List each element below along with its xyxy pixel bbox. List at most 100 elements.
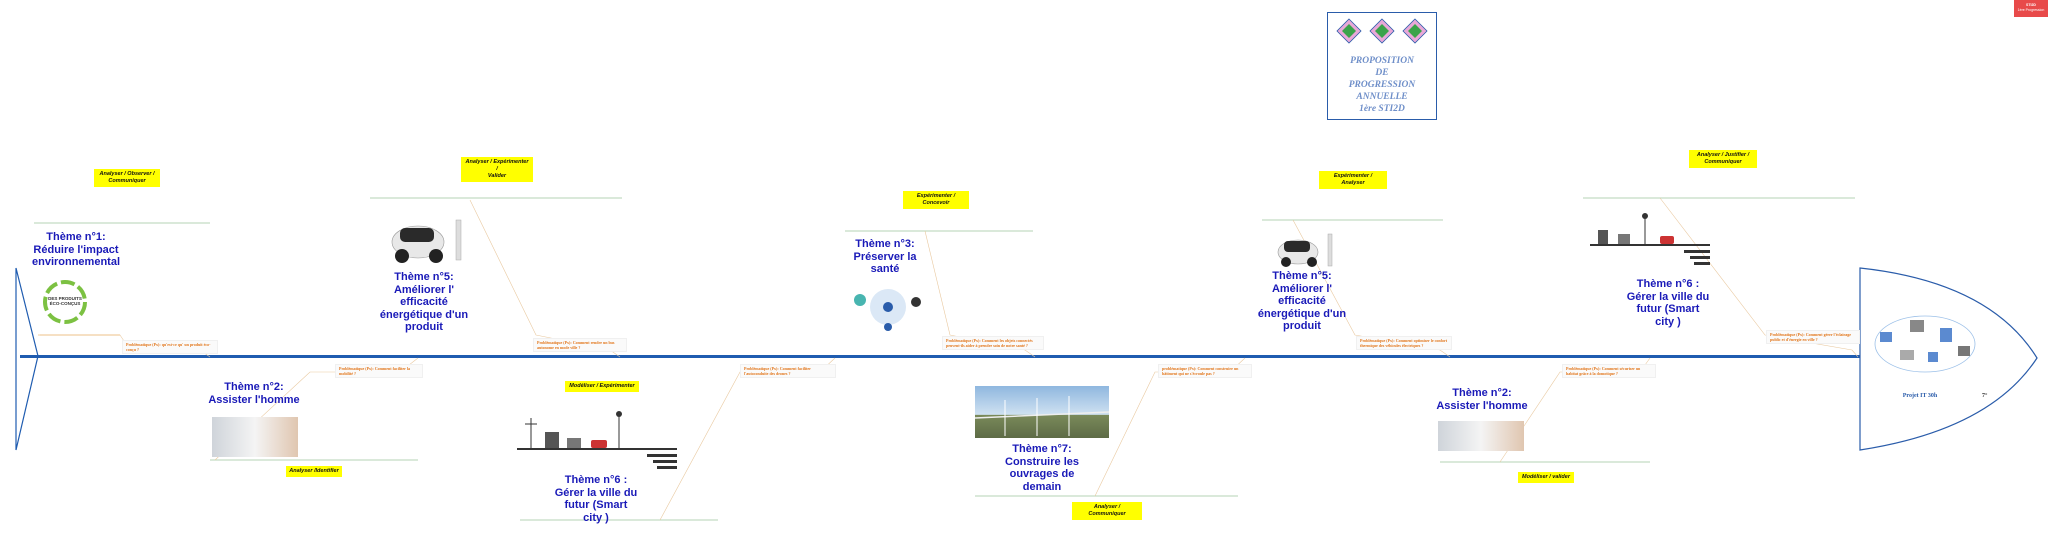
proposition-title-line3: PROGRESSION [1348, 80, 1416, 90]
theme5b-title: Thème n°5: Améliorer l' efficacité énerg… [1252, 270, 1352, 333]
theme2a-problem[interactable]: Problématique (Px): Comment faciliter la… [335, 364, 423, 378]
proposition-title-line5: 1ère STI2D [1359, 104, 1405, 114]
eco-cycle-icon [43, 280, 87, 324]
theme3-line1: Thème n°3: [855, 238, 915, 250]
proposition-title: PROPOSITION DE PROGRESSION ANNUELLE 1ère… [1328, 55, 1436, 115]
theme7-problem[interactable]: problématique (Px): Comment construire u… [1158, 364, 1252, 378]
timeline-bar [20, 355, 1860, 358]
theme5b-problem[interactable]: Problématique (Px): Comment optimiser le… [1356, 336, 1452, 350]
theme5b-line3: efficacité [1278, 295, 1326, 307]
smart-city-icon-2 [1590, 213, 1710, 265]
electric-car-icon [391, 219, 462, 263]
logo-icons [1336, 18, 1428, 44]
theme2a-line1: Thème n°2: [224, 381, 284, 393]
proposition-title-line2: DE [1375, 68, 1389, 78]
theme6b-tag-line1: Analyser / Justifier / [1696, 152, 1750, 158]
theme2a-line2: Assister l'homme [208, 393, 300, 406]
smart-city-icon [517, 411, 677, 469]
project-network-icon [1874, 315, 1976, 373]
twizy-car-image [378, 212, 470, 266]
theme3-skill-tag: Expérimenter / Concevoir [903, 191, 969, 209]
theme7-problem-text: problématique (Px): Comment construire u… [1162, 366, 1239, 376]
theme6b-problem-text: Problématique (Px): Comment gérer l'écla… [1770, 332, 1852, 342]
theme1-problem[interactable]: Problématique (Px): qu'est-ce qu' un pro… [122, 340, 218, 354]
theme6a-line3: futur (Smart [564, 499, 628, 511]
theme3-problem[interactable]: Problématique (Px): Comment les objets c… [942, 336, 1044, 350]
eco-image-text1: DES PRODUITS [48, 296, 82, 301]
bridge-image [974, 386, 1110, 438]
theme6a-skill-tag: Modéliser / Expérimenter [565, 381, 639, 392]
proposition-title-line4: ANNUELLE [1356, 92, 1408, 102]
theme5a-line2: Améliorer l' [393, 283, 455, 296]
theme1-line1: Thème n°1: [46, 231, 106, 243]
theme2b-title: Thème n°2: Assister l'homme [1432, 387, 1532, 412]
theme2b-line1: Thème n°2: [1452, 387, 1512, 399]
theme6b-title: Thème n°6 : Gérer la ville du futur (Sma… [1620, 278, 1716, 328]
theme5a-line5: produit [405, 321, 443, 333]
theme1-line2: Réduire l'impact [33, 243, 119, 256]
theme3-problem-text: Problématique (Px): Comment les objets c… [946, 338, 1033, 348]
theme3-line2: Préserver la [853, 250, 917, 263]
theme2b-skill-tag: Modéliser / valider [1518, 472, 1574, 483]
theme5b-line1: Thème n°5: [1272, 270, 1332, 282]
helping-hand-image-2 [1438, 421, 1524, 451]
theme5a-problem[interactable]: Problématique (Px): Comment rendre un bu… [533, 338, 627, 352]
theme6b-problem[interactable]: Problématique (Px): Comment gérer l'écla… [1766, 330, 1860, 344]
electric-car-icon-2 [1277, 233, 1333, 267]
helping-hand-image [212, 417, 298, 457]
header-badge-line1: STI2D [2026, 3, 2036, 7]
theme2b-problem-text: Problématique (Px): Comment sécuriser un… [1566, 366, 1641, 376]
theme5a-line1: Thème n°5: [394, 271, 454, 283]
theme7-line4: demain [1022, 480, 1062, 493]
theme6a-problem[interactable]: Problématique (Px): Comment faciliter l'… [740, 364, 836, 378]
theme3-line3: santé [870, 263, 900, 275]
header-badge-line2: 1ère Progression [2017, 8, 2045, 12]
theme2a-problem-text: Problématique (Px): Comment faciliter la… [339, 366, 410, 376]
theme2a-title: Thème n°2: Assister l'homme [204, 381, 304, 406]
diamond-logo-1-icon [1336, 18, 1362, 44]
theme2b-line2: Assister l'homme [1436, 399, 1528, 412]
smart-city-image-2 [1590, 206, 1710, 270]
theme1-tag-line1: Analyser / Observer / [99, 171, 155, 177]
theme6b-line2: Gérer la ville du [1626, 290, 1710, 303]
diamond-logo-2-icon [1369, 18, 1395, 44]
project-mark: 7° [1982, 393, 1988, 399]
theme6a-line2: Gérer la ville du [554, 486, 638, 499]
theme7-tag-line1: Analyser / Communiquer [1088, 504, 1126, 517]
health-objects-image [848, 282, 928, 332]
theme7-skill-tag: Analyser / Communiquer [1072, 502, 1142, 520]
theme2a-tag-line1: Analyser /Identifier [289, 468, 339, 474]
theme1-skill-tag: Analyser / Observer / Communiquer [94, 169, 160, 187]
theme6b-line3: futur (Smart [1636, 303, 1700, 315]
theme6b-skill-tag: Analyser / Justifier / Communiquer [1689, 150, 1757, 168]
theme7-line1: Thème n°7: [1012, 443, 1072, 455]
twizy-car-image-2 [1268, 228, 1340, 270]
theme6b-line4: city ) [1655, 315, 1681, 328]
theme7-title: Thème n°7: Construire les ouvrages de de… [990, 443, 1094, 493]
theme6a-title: Thème n°6 : Gérer la ville du futur (Sma… [548, 474, 644, 524]
header-badge: STI2D 1ère Progression [2014, 0, 2048, 17]
theme5a-problem-text: Problématique (Px): Comment rendre un bu… [537, 340, 615, 350]
theme1-problem-text: Problématique (Px): qu'est-ce qu' un pro… [126, 342, 211, 352]
proposition-card: PROPOSITION DE PROGRESSION ANNUELLE 1ère… [1327, 12, 1437, 120]
theme5a-skill-tag: Analyser / Expérimenter / Valider [461, 157, 533, 182]
theme5b-problem-text: Problématique (Px): Comment optimiser le… [1360, 338, 1448, 348]
theme6b-line1: Thème n°6 : [1636, 278, 1700, 290]
theme2b-problem[interactable]: Problématique (Px): Comment sécuriser un… [1562, 364, 1656, 378]
theme6b-tag-line2: Communiquer [1704, 159, 1742, 165]
smart-city-image [517, 404, 677, 474]
theme5a-line3: efficacité [400, 296, 448, 308]
theme6a-line1: Thème n°6 : [564, 474, 628, 486]
theme2b-tag-line1: Modéliser / valider [1522, 474, 1570, 480]
theme1-tag-line2: Communiquer [108, 178, 146, 184]
timeline-end-arrow [1859, 267, 2038, 451]
project-network-image [1870, 310, 1980, 378]
eco-image-text2: ÉCO-CONÇUS [49, 301, 81, 306]
theme3-tag-line1: Expérimenter / Concevoir [916, 193, 956, 206]
timeline-start-arrow [15, 267, 39, 451]
theme6a-line4: city ) [583, 511, 609, 524]
theme6a-tag-line1: Modéliser / Expérimenter [569, 383, 635, 389]
theme2a-skill-tag: Analyser /Identifier [286, 466, 342, 477]
theme5a-line4: énergétique d'un [379, 308, 469, 321]
